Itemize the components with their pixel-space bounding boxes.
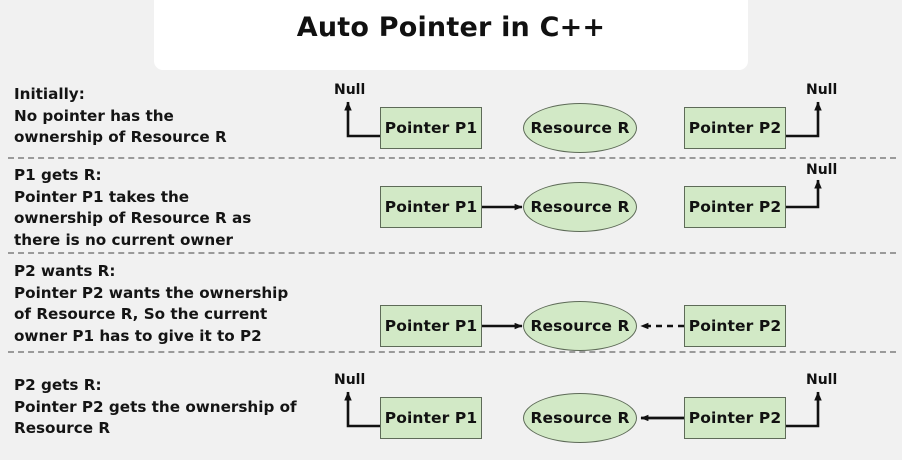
pointer-p1-box-row1[interactable]: Pointer P1 <box>380 107 482 149</box>
null-label-p2-row4: Null <box>806 372 838 388</box>
arrow-p2-null-row1 <box>786 101 822 138</box>
pointer-p2-box-row3[interactable]: Pointer P2 <box>684 305 786 347</box>
pointer-p2-box-row4[interactable]: Pointer P2 <box>684 397 786 439</box>
step-description-p1-gets-r: P1 gets R: Pointer P1 takes the ownershi… <box>14 166 252 249</box>
arrow-p1-null-row4 <box>344 391 380 428</box>
arrow-p2-null-row2 <box>786 179 822 209</box>
title-card: Auto Pointer in C++ <box>154 0 748 70</box>
step-description-p2-wants-r: P2 wants R: Pointer P2 wants the ownersh… <box>14 262 289 345</box>
resource-r-ellipse-row2[interactable]: Resource R <box>523 182 637 232</box>
arrow-p2-null-row4 <box>786 391 822 428</box>
pointer-p1-box-row2[interactable]: Pointer P1 <box>380 186 482 228</box>
pointer-p2-box-row1[interactable]: Pointer P2 <box>684 107 786 149</box>
row-separator-1 <box>8 157 896 159</box>
step-description-initially: Initially: No pointer has the ownership … <box>14 85 227 146</box>
pointer-p1-box-row3[interactable]: Pointer P1 <box>380 305 482 347</box>
null-label-p1-row4: Null <box>334 372 366 388</box>
page-title: Auto Pointer in C++ <box>296 12 606 43</box>
arrow-p1-null-row1 <box>344 101 380 138</box>
null-label-p2-row2: Null <box>806 162 838 178</box>
resource-r-ellipse-row4[interactable]: Resource R <box>523 393 637 443</box>
pointer-p1-box-row4[interactable]: Pointer P1 <box>380 397 482 439</box>
resource-r-ellipse-row1[interactable]: Resource R <box>523 103 637 153</box>
pointer-p2-box-row2[interactable]: Pointer P2 <box>684 186 786 228</box>
resource-r-ellipse-row3[interactable]: Resource R <box>523 301 637 351</box>
row-separator-2 <box>8 252 896 254</box>
null-label-p2-row1: Null <box>806 82 838 98</box>
row-separator-3 <box>8 351 896 353</box>
null-label-p1-row1: Null <box>334 82 366 98</box>
step-description-p2-gets-r: P2 gets R: Pointer P2 gets the ownership… <box>14 376 297 437</box>
